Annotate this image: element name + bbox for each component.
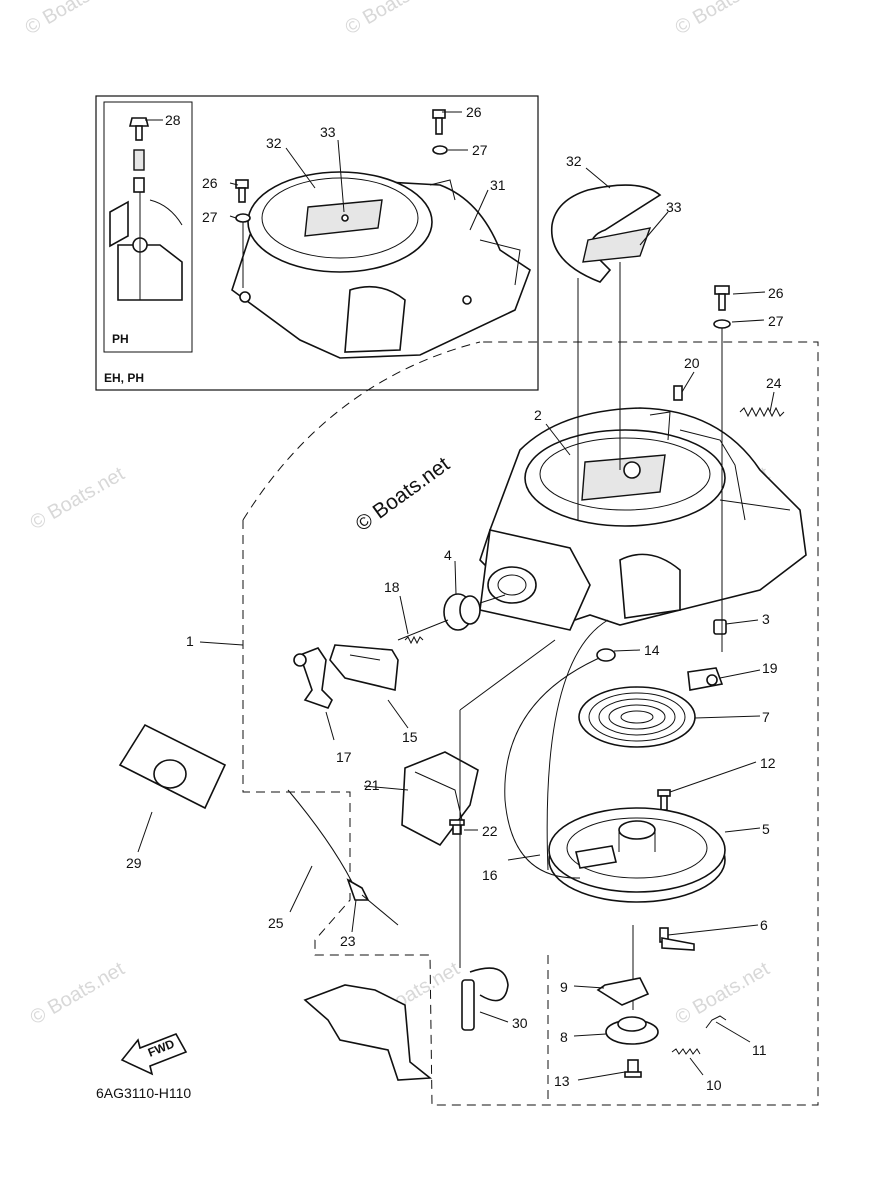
watermark: © Boats.net	[27, 958, 129, 1030]
pawl-19	[687, 667, 724, 691]
spring-18	[404, 635, 424, 645]
callout-labels: 28 26 27 26 27 32 33 31 32 33 26 27 20 2…	[126, 104, 784, 1093]
plate-9	[596, 977, 650, 1006]
inset-box: PH EH, PH	[95, 95, 539, 391]
callout-12: 12	[760, 755, 776, 771]
callout-26: 26	[466, 104, 482, 120]
callout-26: 26	[768, 285, 784, 301]
spiral-spring-7	[578, 686, 696, 748]
callout-7: 7	[762, 709, 770, 725]
callout-19: 19	[762, 660, 778, 676]
watermark: © Boats.net	[672, 0, 774, 39]
callout-32: 32	[266, 135, 282, 151]
callout-27: 27	[202, 209, 218, 225]
fwd-arrow-icon: FWD	[120, 1033, 188, 1076]
callout-13: 13	[554, 1073, 570, 1089]
bolt-22	[449, 819, 465, 835]
callout-17: 17	[336, 749, 352, 765]
callout-31: 31	[490, 177, 506, 193]
callout-27: 27	[768, 313, 784, 329]
callout-1: 1	[186, 633, 194, 649]
callout-30: 30	[512, 1015, 528, 1031]
washer-27	[713, 319, 731, 329]
callout-26: 26	[202, 175, 218, 191]
rope-guide-boundary	[242, 341, 481, 521]
inset-model-label: EH, PH	[104, 371, 144, 385]
spring-11	[705, 1015, 727, 1029]
callout-15: 15	[402, 729, 418, 745]
diagram-code: 6AG3110-H110	[96, 1085, 191, 1101]
ph-detail	[109, 117, 183, 301]
cable-16	[504, 654, 607, 879]
pulley-5	[548, 807, 726, 903]
link-17	[298, 647, 333, 709]
callout-24: 24	[766, 375, 782, 391]
callout-6: 6	[760, 917, 768, 933]
callout-33: 33	[666, 199, 682, 215]
inset-detail-label: PH	[112, 332, 129, 346]
assembly-boundary	[242, 341, 819, 1106]
callout-9: 9	[560, 979, 568, 995]
callout-2: 2	[534, 407, 542, 423]
lever-15	[329, 644, 399, 691]
inset-washer-27b	[235, 213, 251, 223]
leader-lines	[137, 111, 775, 1081]
decal-33	[582, 227, 652, 263]
callout-21: 21	[364, 777, 380, 793]
cable-end-14	[596, 648, 616, 662]
watermark: © Boats.net	[672, 958, 774, 1030]
callout-29: 29	[126, 855, 142, 871]
callout-23: 23	[340, 933, 356, 949]
decal-32	[550, 184, 662, 283]
callout-18: 18	[384, 579, 400, 595]
callout-8: 8	[560, 1029, 568, 1045]
lower-bracket	[303, 984, 433, 1081]
watermark: © Boats.net	[342, 0, 444, 39]
inset-bolt-26b	[235, 179, 249, 203]
center-watermark: © Boats.net	[351, 453, 454, 536]
callout-11: 11	[752, 1042, 767, 1058]
cable-25	[287, 789, 353, 883]
spring-10	[671, 1048, 701, 1055]
drive-pawl-6	[659, 927, 695, 951]
callout-33: 33	[320, 124, 336, 140]
callout-20: 20	[684, 355, 700, 371]
callout-3: 3	[762, 611, 770, 627]
callout-27: 27	[472, 142, 488, 158]
bolt-26	[714, 285, 730, 311]
bolt-13	[624, 1059, 642, 1078]
callout-4: 4	[444, 547, 452, 563]
inset-washer-27a	[432, 145, 448, 155]
collar-3	[713, 619, 727, 635]
grommet-4	[443, 593, 481, 631]
retainer-8	[605, 1016, 659, 1045]
spring-24	[739, 406, 785, 418]
inset-starter-cover	[231, 171, 531, 359]
callout-10: 10	[706, 1077, 722, 1093]
callout-5: 5	[762, 821, 770, 837]
inset-bolt-26a	[432, 109, 446, 135]
callout-22: 22	[482, 823, 498, 839]
callout-28: 28	[165, 112, 181, 128]
callout-14: 14	[644, 642, 660, 658]
pin-20	[673, 385, 683, 401]
clip-30	[461, 967, 509, 1031]
cover-29	[118, 723, 227, 810]
bracket-21	[401, 751, 479, 847]
callout-25: 25	[268, 915, 284, 931]
callout-32: 32	[566, 153, 582, 169]
callout-16: 16	[482, 867, 498, 883]
starter-housing	[479, 407, 807, 631]
watermark: © Boats.net	[27, 463, 129, 535]
watermark: © Boats.net	[22, 0, 124, 39]
